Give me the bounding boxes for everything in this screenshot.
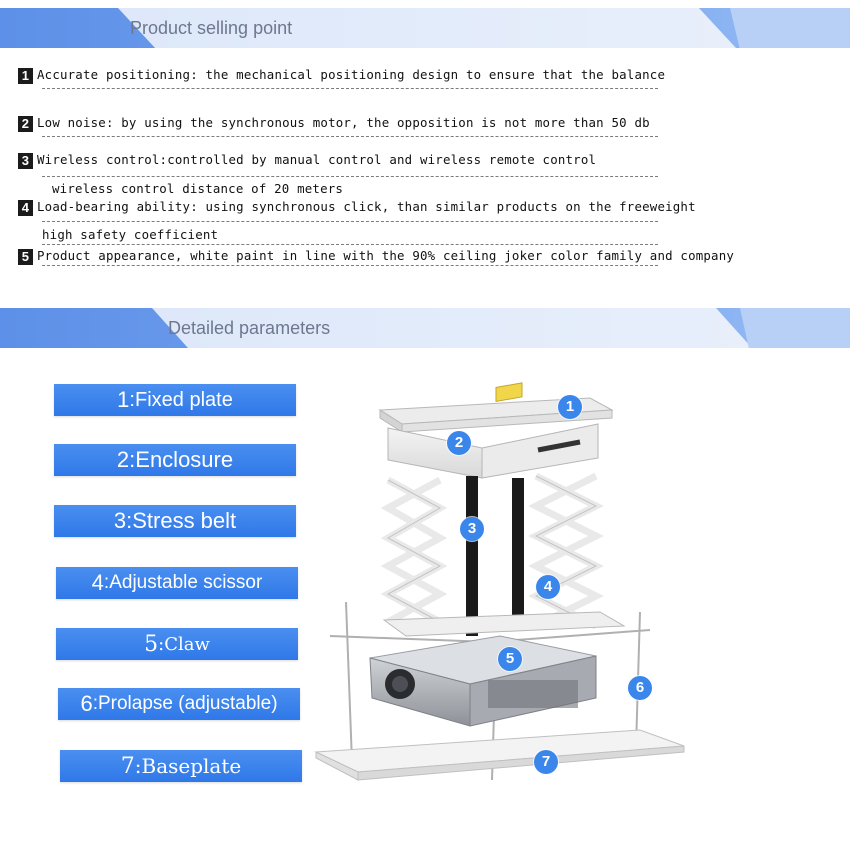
param-claw: 5:Claw bbox=[56, 628, 298, 660]
projector-lift-illustration bbox=[314, 382, 685, 781]
selling-point-row-5: 5 Product appearance, white paint in line… bbox=[18, 248, 734, 265]
parameters-banner: Detailed parameters bbox=[0, 308, 850, 348]
row-number: 5 bbox=[18, 248, 33, 265]
selling-point-row-3: 3 Wireless control:controlled by manual c… bbox=[18, 152, 596, 169]
param-adjustable-scissor: 4 :Adjustable scissor bbox=[56, 567, 298, 599]
stress-belt-shape bbox=[466, 476, 524, 636]
banner-tail bbox=[730, 8, 850, 48]
param-number: 1 bbox=[117, 387, 130, 412]
callout-7: 7 bbox=[534, 750, 558, 774]
row-text: high safety coefficient bbox=[42, 227, 219, 242]
divider bbox=[42, 176, 658, 177]
param-number: 2 bbox=[116, 447, 130, 472]
param-number: 7 bbox=[120, 753, 135, 779]
selling-point-row-4: 4 Load-bearing ability: using synchronous… bbox=[18, 199, 696, 216]
row-number: 4 bbox=[18, 199, 33, 216]
param-separator: : bbox=[92, 693, 98, 714]
callout-4: 4 bbox=[536, 575, 560, 599]
param-number: 3 bbox=[113, 508, 127, 533]
param-label: Fixed plate bbox=[134, 388, 233, 411]
row-text: Wireless control:controlled by manual co… bbox=[37, 152, 597, 167]
row-number: 2 bbox=[18, 115, 33, 132]
param-label: Enclosure bbox=[135, 447, 234, 472]
param-label: Baseplate bbox=[141, 754, 242, 778]
row-text: Load-bearing ability: using synchronous … bbox=[37, 199, 696, 214]
param-label: Prolapse (adjustable) bbox=[97, 693, 278, 714]
row-number: 1 bbox=[18, 67, 33, 84]
enclosure-shape bbox=[387, 382, 599, 479]
callout-2: 2 bbox=[447, 431, 471, 455]
param-fixed-plate: 1:Fixed plate bbox=[54, 384, 296, 416]
row-text: Low noise: by using the synchronous moto… bbox=[37, 115, 650, 130]
scissor-shape bbox=[380, 472, 604, 630]
divider bbox=[42, 88, 658, 89]
callout-6: 6 bbox=[628, 676, 652, 700]
selling-point-title: Product selling point bbox=[130, 17, 293, 38]
param-label: Claw bbox=[164, 633, 210, 655]
param-label: Stress belt bbox=[132, 508, 237, 533]
param-number: 4 bbox=[91, 570, 104, 595]
param-number: 6 bbox=[80, 691, 93, 716]
param-label: Adjustable scissor bbox=[109, 572, 263, 593]
projector-shape bbox=[369, 635, 597, 727]
callout-1: 1 bbox=[558, 395, 582, 419]
param-prolapse: 6 :Prolapse (adjustable) bbox=[58, 688, 300, 720]
divider bbox=[42, 221, 658, 222]
param-baseplate: 7: Baseplate bbox=[60, 750, 302, 782]
selling-point-row-4-cont: high safety coefficient bbox=[42, 227, 218, 242]
scissor-outline bbox=[386, 475, 598, 627]
row-text: wireless control distance of 20 meters bbox=[52, 181, 344, 196]
banner-tab bbox=[152, 308, 752, 348]
param-separator: : bbox=[126, 508, 133, 533]
param-enclosure: 2:Enclosure bbox=[54, 444, 296, 476]
param-number: 5 bbox=[144, 631, 159, 657]
divider bbox=[42, 136, 658, 137]
param-separator: : bbox=[129, 388, 135, 411]
selling-point-banner: Product selling point bbox=[0, 8, 850, 48]
lower-frame-shape bbox=[382, 611, 626, 637]
row-number: 3 bbox=[18, 152, 33, 169]
parameters-title: Detailed parameters bbox=[168, 317, 331, 338]
baseplate-shape bbox=[314, 729, 685, 781]
param-separator: : bbox=[134, 754, 142, 778]
selling-point-row-2: 2 Low noise: by using the synchronous mot… bbox=[18, 115, 650, 132]
param-stress-belt: 3:Stress belt bbox=[54, 505, 296, 537]
divider bbox=[42, 244, 658, 245]
selling-point-row-3-cont: wireless control distance of 20 meters bbox=[52, 181, 343, 196]
selling-point-row-1: 1 Accurate positioning: the mechanical po… bbox=[18, 67, 665, 84]
callout-5: 5 bbox=[498, 647, 522, 671]
param-separator: : bbox=[158, 633, 165, 655]
banner-tail bbox=[740, 308, 850, 348]
callout-3: 3 bbox=[460, 517, 484, 541]
row-text: Accurate positioning: the mechanical pos… bbox=[37, 67, 666, 82]
param-separator: : bbox=[129, 447, 136, 472]
param-separator: : bbox=[103, 572, 110, 593]
banner-tab bbox=[118, 8, 736, 48]
row-text: Product appearance, white paint in line … bbox=[37, 248, 735, 263]
divider bbox=[42, 265, 658, 266]
